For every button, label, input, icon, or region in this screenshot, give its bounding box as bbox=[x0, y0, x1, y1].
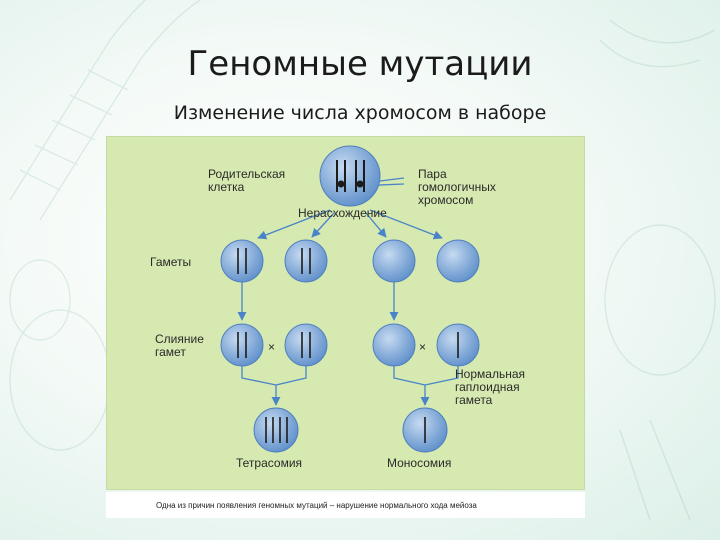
arrow-parent-to-gamete-2 bbox=[311, 212, 335, 238]
gamete-cell-2 bbox=[284, 239, 328, 283]
gamete-cell-4 bbox=[436, 239, 480, 283]
parent-cell-label-line1: Родительская bbox=[208, 167, 285, 181]
fusion-cell-2 bbox=[284, 323, 328, 367]
normal-gamete-label-line3: гамета bbox=[455, 393, 493, 407]
homologous-pair-label-line1: Пара bbox=[418, 167, 447, 181]
cross-symbol-left: × bbox=[268, 340, 275, 354]
parent-cell bbox=[319, 145, 381, 207]
gamete-cell-3 bbox=[372, 239, 416, 283]
nondisjunction-label: Нерасхождение bbox=[298, 206, 387, 220]
figure-caption: Одна из причин появления геномных мутаци… bbox=[156, 501, 477, 510]
monosomy-label: Моносомия bbox=[387, 456, 451, 470]
fusion-cell-3 bbox=[372, 323, 416, 367]
homologous-pair-label-line3: хромосом bbox=[418, 193, 473, 207]
tetrasomy-label: Тетрасомия bbox=[236, 456, 302, 470]
arrow-parent-to-gamete-1 bbox=[257, 209, 331, 240]
fusion-label-line1: Слияние bbox=[155, 332, 204, 346]
cross-symbol-right: × bbox=[419, 340, 426, 354]
fusion-label-line2: гамет bbox=[155, 345, 186, 359]
join-right-a bbox=[393, 366, 426, 386]
join-right-b bbox=[420, 366, 459, 406]
arrow-parent-to-gamete-3 bbox=[365, 212, 387, 238]
caption-bar: Одна из причин появления геномных мутаци… bbox=[106, 492, 585, 518]
normal-gamete-label-line1: Нормальная bbox=[455, 367, 525, 381]
homologous-pair-label-line2: гомологичных bbox=[418, 180, 496, 194]
monosomy-cell bbox=[402, 407, 448, 453]
gametes-label: Гаметы bbox=[150, 255, 191, 269]
normal-gamete-label-line2: гаплоидная bbox=[455, 380, 520, 394]
gamete-cell-1 bbox=[220, 239, 264, 283]
join-left-b bbox=[271, 366, 307, 406]
arrow-parent-to-gamete-4 bbox=[369, 209, 443, 240]
fusion-cell-1 bbox=[220, 323, 264, 367]
slide-title: Геномные мутации bbox=[187, 44, 533, 84]
connector-lines bbox=[237, 177, 459, 406]
tetrasomy-cell bbox=[253, 407, 299, 453]
fusion-cell-4 bbox=[436, 323, 480, 367]
slide-subtitle: Изменение числа хромосом в наборе bbox=[173, 102, 547, 124]
join-left-a bbox=[241, 366, 277, 386]
parent-cell-label-line2: клетка bbox=[208, 180, 245, 194]
